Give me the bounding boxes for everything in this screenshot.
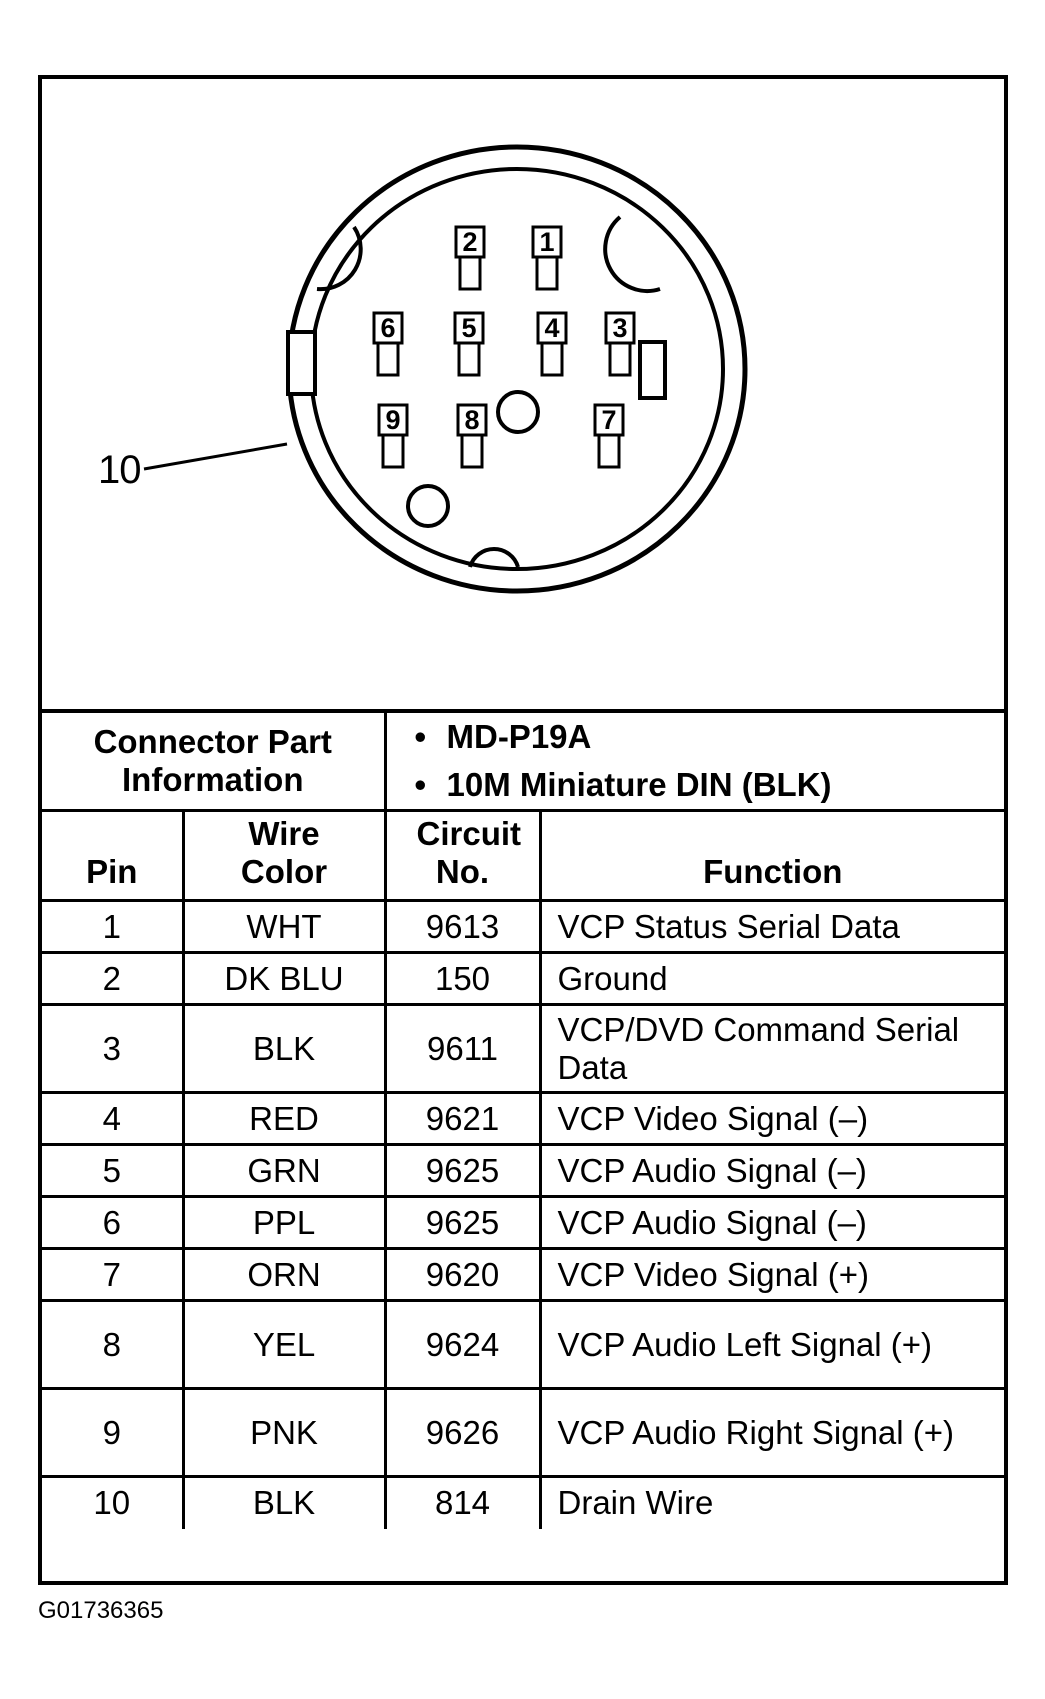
circuit-cell: 9620	[383, 1247, 542, 1302]
connector-pin-label: 5	[461, 313, 476, 343]
function-cell: VCP Video Signal (+)	[538, 1247, 1005, 1302]
circuit-cell: 9621	[383, 1091, 542, 1146]
empty-hole	[406, 484, 450, 528]
function-cell: VCP Audio Right Signal (+)	[538, 1387, 1005, 1478]
empty-hole	[496, 390, 540, 434]
connector-pin-label: 3	[612, 313, 627, 343]
column-header-function: Function	[538, 809, 1005, 901]
function-cell: VCP/DVD Command Serial Data	[538, 1003, 1005, 1094]
circuit-cell: 9625	[383, 1143, 542, 1198]
pin-cell: 8	[42, 1299, 185, 1390]
circuit-cell: 9611	[383, 1003, 542, 1094]
side-key-left	[286, 330, 317, 396]
wire-color-cell: YEL	[181, 1299, 387, 1390]
connector-pin-label: 8	[464, 405, 479, 435]
circuit-cell: 9625	[383, 1195, 542, 1250]
connector-type: 10M Miniature DIN (BLK)	[415, 761, 993, 809]
circuit-cell: 9613	[383, 899, 542, 954]
connector-outer-ring	[286, 144, 748, 594]
connector-info-row: Connector Part Information MD-P19A 10M M…	[42, 709, 1005, 812]
connector-pin-1: 1	[531, 225, 563, 291]
side-key-right	[638, 340, 667, 400]
function-cell: VCP Audio Signal (–)	[538, 1195, 1005, 1250]
connector-pin-label: 1	[539, 227, 554, 257]
wire-color-cell: BLK	[181, 1475, 387, 1529]
figure-id: G01736365	[38, 1597, 164, 1624]
wire-color-cell: PNK	[181, 1387, 387, 1478]
function-cell: VCP Audio Signal (–)	[538, 1143, 1005, 1198]
connector-pin-label: 4	[544, 313, 559, 343]
pin-cell: 5	[42, 1143, 185, 1198]
pin-cell: 3	[42, 1003, 185, 1094]
connector-part-number: MD-P19A	[415, 713, 993, 761]
wire-color-cell: RED	[181, 1091, 387, 1146]
circuit-cell: 9626	[383, 1387, 542, 1478]
key-notch-bottom	[468, 547, 520, 568]
wire-color-cell: GRN	[181, 1143, 387, 1198]
pin-cell: 6	[42, 1195, 185, 1250]
function-cell: Ground	[538, 951, 1005, 1006]
column-header-circuit: Circuit No.	[383, 809, 542, 901]
wire-color-cell: DK BLU	[181, 951, 387, 1006]
wire-color-cell: BLK	[181, 1003, 387, 1094]
connector-info-label: Connector Part Information	[42, 709, 387, 812]
connector-pin-9: 9	[377, 403, 409, 469]
column-header-row: Pin Wire Color Circuit No. Function	[42, 809, 1005, 901]
connector-pin-8: 8	[456, 403, 488, 469]
circuit-cell: 9624	[383, 1299, 542, 1390]
function-cell: Drain Wire	[538, 1475, 1005, 1529]
column-header-pin: Pin	[42, 809, 185, 901]
pin-cell: 4	[42, 1091, 185, 1146]
pin-cell: 2	[42, 951, 185, 1006]
connector-pin-2: 2	[454, 225, 486, 291]
wire-color-cell: WHT	[181, 899, 387, 954]
pin-cell: 9	[42, 1387, 185, 1478]
key-notch-left	[316, 225, 363, 292]
connector-diagram: 1 2 3 4 5 6 7 8 9 10	[42, 79, 1004, 709]
connector-pin-label: 7	[601, 405, 616, 435]
connector-pin-7: 7	[593, 403, 625, 469]
callout-number: 10	[98, 448, 141, 492]
connector-pin-3: 3	[604, 311, 636, 377]
pin-cell: 10	[42, 1475, 185, 1529]
connector-pin-4: 4	[536, 311, 568, 377]
connector-pin-label: 6	[380, 313, 395, 343]
function-cell: VCP Status Serial Data	[538, 899, 1005, 954]
connector-info-list: MD-P19A 10M Miniature DIN (BLK)	[383, 709, 1005, 812]
column-header-wire-color: Wire Color	[181, 809, 387, 901]
connector-pin-label: 9	[385, 405, 400, 435]
connector-pin-label: 2	[462, 227, 477, 257]
pin-cell: 1	[42, 899, 185, 954]
wire-color-cell: PPL	[181, 1195, 387, 1250]
connector-pin-6: 6	[372, 311, 404, 377]
key-notch-right	[603, 215, 661, 293]
pinout-table: Connector Part Information MD-P19A 10M M…	[42, 709, 1005, 1529]
circuit-cell: 814	[383, 1475, 542, 1529]
circuit-cell: 150	[383, 951, 542, 1006]
function-cell: VCP Video Signal (–)	[538, 1091, 1005, 1146]
function-cell: VCP Audio Left Signal (+)	[538, 1299, 1005, 1390]
connector-pin-5: 5	[453, 311, 485, 377]
wire-color-cell: ORN	[181, 1247, 387, 1302]
pin-cell: 7	[42, 1247, 185, 1302]
callout-leader-line	[143, 442, 288, 471]
